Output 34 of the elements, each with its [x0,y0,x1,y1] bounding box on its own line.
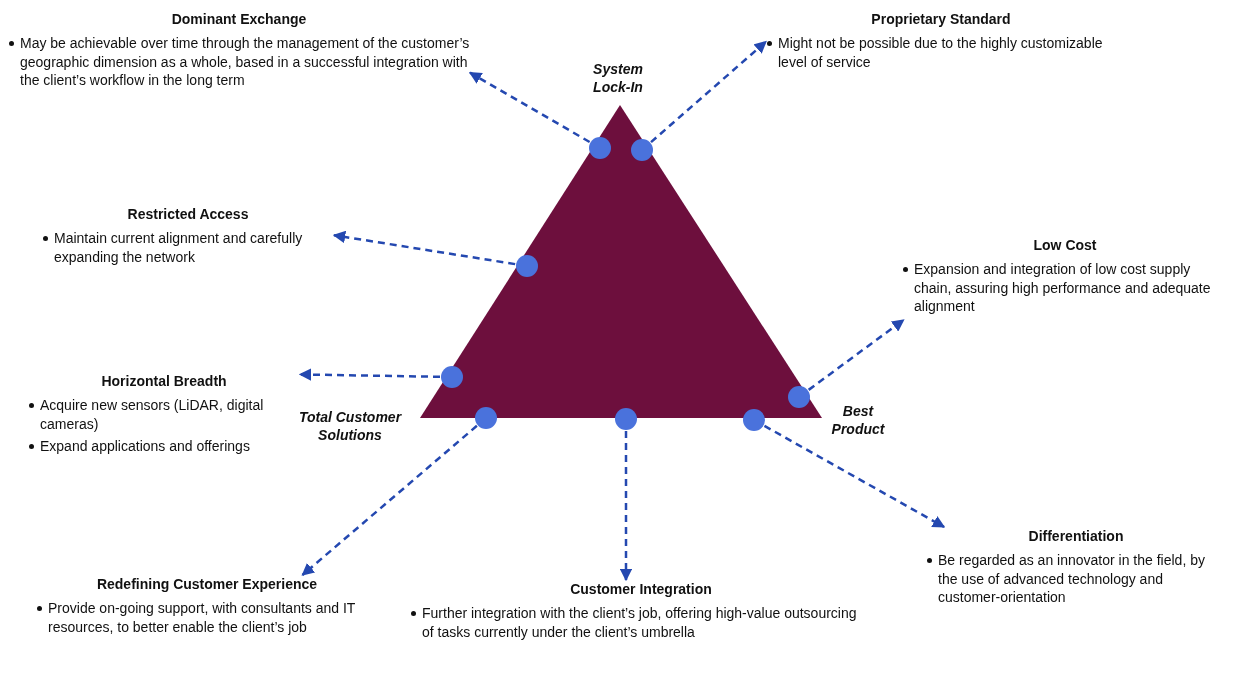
dashed-arrow [301,424,478,576]
dashed-arrow [332,230,516,266]
heading: Horizontal Breadth [100,372,228,391]
heading: Customer Integration [569,580,713,599]
circle-marker [441,366,463,388]
heading: Proprietary Standard [870,10,1012,29]
circle-marker [589,137,611,159]
corner-label: System Lock-In [592,60,644,97]
bullet-text: Be regarded as an innovator in the field, by the use of advanced technology and customer-orientation [926,551,1226,607]
circle-marker [743,409,765,431]
circle-marker [475,407,497,429]
bullet-text: Acquire new sensors (LiDAR, digital cameras) [28,396,300,434]
bullet-text: Further integration with the client’s job, offering high-value outsourcing of tasks currently under the client’s umbrella [410,604,872,642]
heading: Restricted Access [126,205,250,224]
dashed-arrow [468,71,591,144]
dashed-arrow [807,318,905,391]
heading: Differentiation [1027,527,1125,546]
bullet-text: Provide on-going support, with consultants and IT resources, to better enable the client’s job [36,599,378,637]
dashed-arrow [619,431,633,582]
circle-marker [615,408,637,430]
bullet-text: Expansion and integration of low cost supply chain, assuring high performance and adequate alignment [902,260,1228,316]
circle-marker [516,255,538,277]
dashed-arrow [298,368,441,381]
bullet-text: Expand applications and offerings [28,437,300,456]
heading: Dominant Exchange [170,10,308,29]
bullet-text: May be achievable over time through the management of the customer’s geographic dimension as a whole, based in a successful integration with the client’s workflow in the long term [8,34,470,90]
corner-label: Best Product [830,402,886,439]
bullet-text: Maintain current alignment and carefully expanding the network [42,229,334,267]
heading: Low Cost [1032,236,1098,255]
dashed-arrow [650,40,767,144]
dashed-arrow [763,424,946,529]
bullet-text: Might not be possible due to the highly customizable level of service [766,34,1116,72]
corner-label: Total Customer Solutions [297,408,403,445]
heading: Redefining Customer Experience [95,575,319,594]
